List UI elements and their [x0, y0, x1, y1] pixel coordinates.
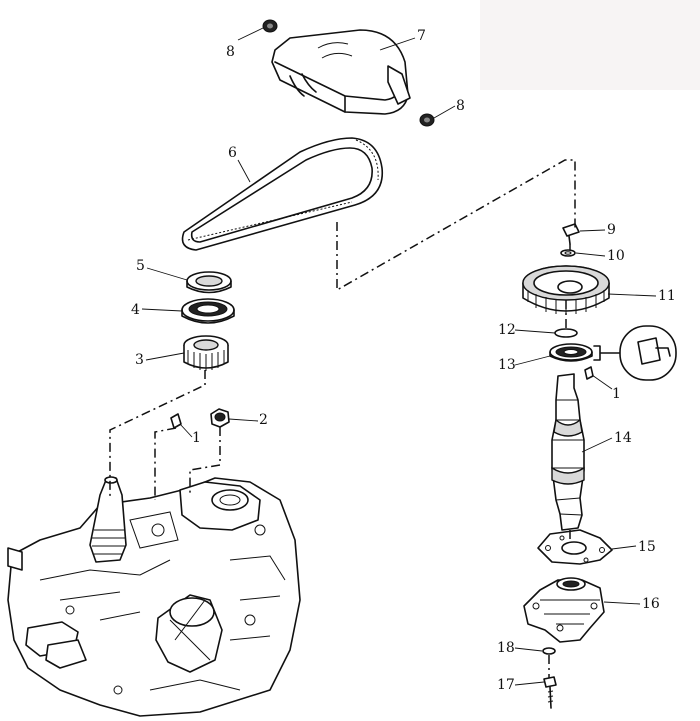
callout-4: 4: [131, 302, 140, 318]
assembly-lines: [109, 159, 576, 678]
part-8-nut-right: [419, 113, 435, 127]
callout-5: 5: [136, 258, 145, 274]
callout-12: 12: [498, 322, 516, 338]
part-1-key-right: [584, 366, 594, 380]
callout-18: 18: [497, 640, 515, 656]
part-15-gasket: [537, 529, 613, 565]
callout-14: 14: [614, 430, 632, 446]
callout-17: 17: [497, 677, 515, 693]
engine-block: [7, 476, 301, 717]
part-7-belt-cover: [271, 29, 411, 115]
callout-10: 10: [607, 248, 625, 264]
background-panel: [480, 0, 700, 90]
part-11-cam-pulley: [522, 265, 610, 315]
callout-9: 9: [607, 222, 616, 238]
callout-13: 13: [498, 357, 516, 373]
callout-3: 3: [135, 352, 144, 368]
callout-11: 11: [658, 288, 676, 304]
callout-8-left: 8: [226, 44, 235, 60]
callout-2: 2: [259, 412, 268, 428]
callout-8-right: 8: [456, 98, 465, 114]
part-16-oil-pump: [523, 577, 605, 643]
callout-15: 15: [638, 539, 656, 555]
part-18-washer: [542, 647, 556, 655]
callout-16: 16: [642, 596, 660, 612]
part-14-camshaft: [551, 373, 585, 531]
callout-1-right: 1: [612, 386, 621, 402]
part-5-seal: [186, 271, 232, 294]
callout-labels: 8 7 8 6 5 4 3 1 2 9 10 11 12 13 1 14 15 …: [131, 28, 676, 693]
part-9-bolt: [562, 223, 580, 245]
callout-7: 7: [417, 28, 426, 44]
part-10-washer: [560, 249, 576, 257]
part-4-bearing: [181, 298, 235, 324]
part-1-key-left: [170, 413, 182, 429]
callout-6: 6: [228, 145, 237, 161]
part-6-timing-belt: [181, 137, 384, 251]
part-13-bearing: [549, 343, 593, 362]
part-8-nut-left: [262, 19, 278, 33]
callout-1-left: 1: [192, 430, 201, 446]
leader-lines: [141, 27, 657, 686]
part-2-nut: [210, 408, 230, 428]
part-17-bolt: [543, 676, 557, 709]
part-3-crank-pulley: [183, 335, 229, 371]
part-13-detail-inset: [593, 325, 677, 381]
part-12-oring: [554, 328, 578, 338]
